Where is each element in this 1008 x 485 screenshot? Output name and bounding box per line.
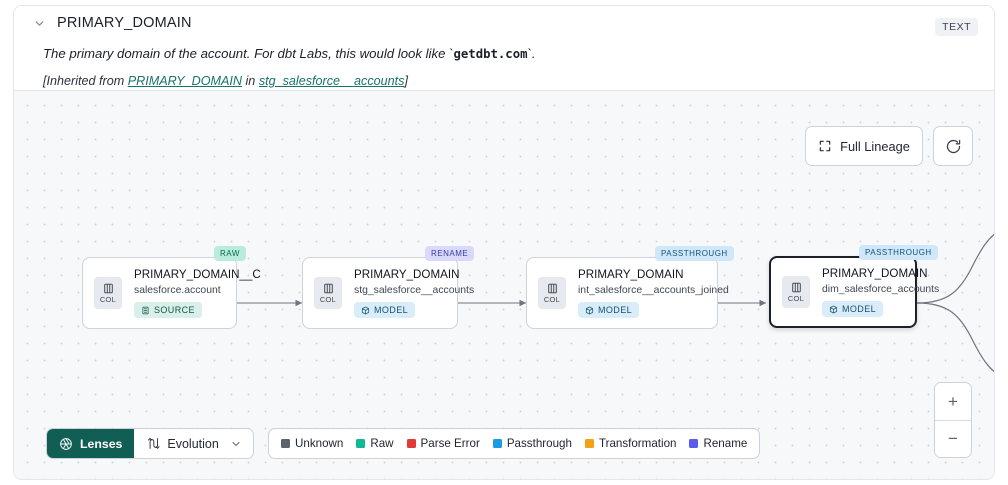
column-icon: [102, 282, 115, 295]
col-chip: COL: [314, 277, 342, 309]
node-kind-badge: MODEL: [578, 302, 640, 319]
full-lineage-button[interactable]: Full Lineage: [805, 126, 923, 166]
type-badge: TEXT: [935, 18, 978, 36]
node-table-name: stg_salesforce__accounts: [354, 285, 475, 297]
canvas-toolbar: Lenses Evolution: [46, 428, 254, 459]
inherited-suffix: ]: [404, 74, 408, 88]
legend-label: Unknown: [295, 437, 344, 450]
node-kind-label: MODEL: [374, 305, 409, 316]
column-icon: [322, 282, 335, 295]
lineage-legend: Unknown Raw Parse Error Passthrough Tran…: [268, 428, 761, 459]
inherited-column-link[interactable]: PRIMARY_DOMAIN: [127, 74, 242, 88]
cube-icon: [361, 306, 370, 315]
inherited-prefix: [Inherited from: [43, 74, 128, 88]
evolution-label: Evolution: [167, 436, 219, 451]
node-body: PRIMARY_DOMAIN dim_salesforce_accounts M…: [822, 266, 940, 318]
lenses-button[interactable]: Lenses: [47, 429, 135, 458]
evolution-icon: [146, 436, 160, 451]
node-kind-badge: MODEL: [822, 301, 884, 318]
cube-icon: [829, 305, 838, 314]
node-kind-label: SOURCE: [154, 305, 195, 316]
description-suffix: `.: [527, 46, 536, 61]
description-text: The primary domain of the account. For d…: [43, 46, 454, 61]
col-chip-label: COL: [787, 294, 805, 304]
legend-item: Unknown: [281, 437, 343, 450]
refresh-button[interactable]: [933, 126, 973, 166]
database-icon: [141, 306, 150, 315]
lenses-label: Lenses: [80, 436, 123, 451]
inherited-middle: in: [242, 74, 259, 88]
legend-swatch-raw: [356, 439, 366, 448]
evolution-dropdown[interactable]: Evolution: [134, 429, 253, 458]
header-title-row: PRIMARY_DOMAIN: [31, 15, 192, 31]
node-table-name: salesforce.account: [134, 285, 221, 297]
legend-label: Transformation: [598, 437, 677, 450]
chevron-down-icon[interactable]: [31, 15, 47, 31]
zoom-out-button[interactable]: −: [935, 420, 971, 457]
expand-icon: [818, 139, 832, 153]
column-detail-card: PRIMARY_DOMAIN TEXT The primary domain o…: [13, 5, 995, 480]
legend-item: Parse Error: [406, 437, 480, 450]
node-kind-label: MODEL: [842, 304, 877, 315]
col-chip: COL: [538, 277, 566, 309]
lineage-node-2[interactable]: COL PRIMARY_DOMAIN stg_salesforce__accou…: [302, 257, 474, 329]
legend-swatch-transformation: [584, 439, 594, 448]
node-body: PRIMARY_DOMAIN int_salesforce__accounts_…: [578, 267, 729, 319]
full-lineage-label: Full Lineage: [840, 138, 910, 154]
node-kind-badge: MODEL: [354, 302, 416, 319]
col-chip: COL: [94, 277, 122, 309]
col-chip-label: COL: [319, 295, 337, 305]
description-code: getdbt.com: [453, 47, 528, 61]
lineage-node-3[interactable]: COL PRIMARY_DOMAIN int_salesforce__accou…: [526, 257, 729, 329]
aperture-icon: [59, 437, 73, 451]
chevron-down-icon: [230, 438, 242, 450]
lineage-node-1[interactable]: COL PRIMARY_DOMAIN__C salesforce.account: [82, 257, 261, 329]
page-title: PRIMARY_DOMAIN: [57, 15, 192, 31]
card-header: PRIMARY_DOMAIN TEXT The primary domain o…: [14, 6, 994, 89]
node-body: PRIMARY_DOMAIN stg_salesforce__accounts …: [354, 267, 475, 319]
legend-item: Rename: [689, 437, 747, 450]
lineage-node-4-selected[interactable]: COL PRIMARY_DOMAIN dim_salesforce_accoun…: [769, 256, 939, 328]
legend-item: Passthrough: [492, 437, 572, 450]
col-chip: COL: [782, 276, 810, 308]
node-kind-label: MODEL: [598, 305, 633, 316]
zoom-controls: + −: [934, 382, 972, 458]
node-table-name: dim_salesforce_accounts: [822, 284, 940, 296]
legend-swatch-parse-error: [406, 439, 416, 448]
column-icon: [790, 281, 803, 294]
legend-label: Rename: [703, 437, 748, 450]
node-column-name: PRIMARY_DOMAIN: [822, 266, 928, 280]
cube-icon: [585, 306, 594, 315]
legend-label: Parse Error: [420, 437, 480, 450]
refresh-icon: [945, 138, 962, 155]
legend-swatch-rename: [689, 439, 699, 448]
inherited-table-link[interactable]: stg_salesforce__accounts: [258, 74, 405, 88]
legend-label: Passthrough: [506, 437, 572, 450]
node-flag-passthrough: PASSTHROUGH: [859, 245, 938, 260]
column-description: The primary domain of the account. For d…: [43, 46, 536, 61]
node-column-name: PRIMARY_DOMAIN: [354, 267, 460, 281]
legend-swatch-passthrough: [492, 439, 502, 448]
inherited-from-note: [Inherited from PRIMARY_DOMAIN in stg_sa…: [43, 74, 408, 88]
lineage-edges: [237, 233, 994, 373]
zoom-in-button[interactable]: +: [935, 383, 971, 420]
node-flag-raw: RAW: [214, 246, 246, 261]
lineage-canvas[interactable]: Full Lineage RAW: [14, 90, 994, 479]
node-table-name: int_salesforce__accounts_joined: [578, 285, 729, 297]
node-flag-passthrough: PASSTHROUGH: [655, 246, 734, 261]
node-column-name: PRIMARY_DOMAIN__C: [134, 267, 261, 281]
node-kind-badge: SOURCE: [134, 302, 202, 319]
legend-item: Raw: [356, 437, 394, 450]
node-column-name: PRIMARY_DOMAIN: [578, 267, 684, 281]
col-chip-label: COL: [543, 295, 561, 305]
column-icon: [546, 282, 559, 295]
node-body: PRIMARY_DOMAIN__C salesforce.account SOU…: [134, 267, 261, 319]
node-flag-rename: RENAME: [425, 246, 475, 261]
legend-label: Raw: [370, 437, 394, 450]
legend-swatch-unknown: [281, 439, 290, 448]
legend-item: Transformation: [584, 437, 677, 450]
col-chip-label: COL: [99, 295, 117, 305]
